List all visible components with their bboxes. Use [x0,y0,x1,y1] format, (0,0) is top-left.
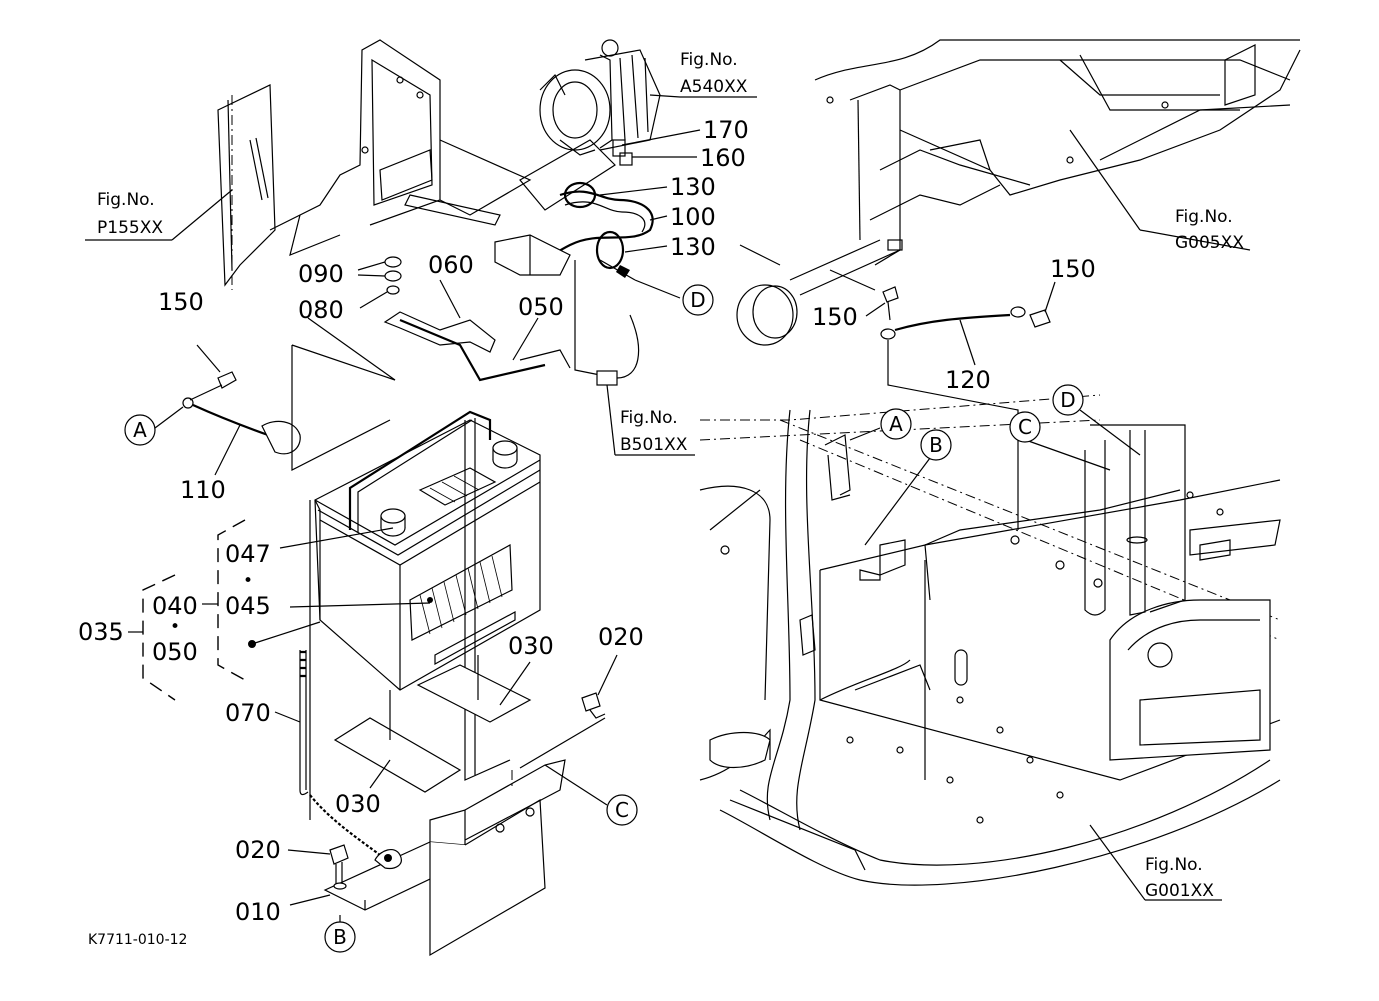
fig-ref-g001xx[interactable]: Fig.No. G001XX [1145,855,1214,901]
battery-tray-drawing [323,759,566,957]
part-110-label[interactable]: 110 [180,476,226,504]
part-050-label-cable[interactable]: 050 [518,293,564,321]
connection-ref-d-harness[interactable]: D [682,284,714,316]
fig-label: Fig.No. [680,50,738,70]
washers-drawing [384,256,402,295]
drawing-code: K7711-010-12 [88,932,187,948]
fig-ref-g005xx[interactable]: Fig.No. G005XX [1175,207,1244,253]
ref-letter: C [615,798,629,822]
part-080-label[interactable]: 080 [298,296,344,324]
connection-ref-c-right[interactable]: C [1009,411,1041,443]
part-130-label-lower[interactable]: 130 [670,233,716,261]
part-060-label[interactable]: 060 [428,251,474,279]
bolt-020-upper-drawing [581,692,606,719]
fig-number: B501XX [620,435,688,455]
connection-ref-a-right[interactable]: A [880,408,912,440]
fig-ref-p155xx[interactable]: Fig.No. P155XX [97,190,163,238]
part-120-label[interactable]: 120 [945,366,991,394]
fig-label: Fig.No. [620,408,678,428]
connection-ref-c-tray[interactable]: C [606,794,638,826]
fig-number: G001XX [1145,881,1214,901]
part-100-label[interactable]: 100 [670,203,716,231]
cab-floor-drawing [699,394,1281,886]
part-170-label[interactable]: 170 [703,116,749,144]
part-150-label-left[interactable]: 150 [158,288,204,316]
part-010-label[interactable]: 010 [235,898,281,926]
ground-cable-120-drawing [880,286,1051,340]
part-020-label-lower[interactable]: 020 [235,836,281,864]
connection-ref-b-right[interactable]: B [920,429,952,461]
wiring-harness-drawing [494,139,654,386]
frame-bracket-drawing [217,39,532,287]
fig-ref-b501xx[interactable]: Fig.No. B501XX [620,408,688,455]
separator-dot: • [243,571,253,591]
connection-ref-b-bottom[interactable]: B [324,921,356,953]
fig-label: Fig.No. [1145,855,1203,875]
part-160-label[interactable]: 160 [700,144,746,172]
fig-label: Fig.No. [97,190,155,210]
connection-ref-d-right[interactable]: D [1052,384,1084,416]
ref-letter: C [1018,415,1032,439]
fig-number: G005XX [1175,233,1244,253]
part-150-label-center[interactable]: 150 [812,303,858,331]
ref-letter: A [133,418,147,442]
pads-030-drawing [333,664,532,793]
separator-dot: • [170,617,180,637]
battery-drawing [314,410,541,691]
part-030-label-lower[interactable]: 030 [335,790,381,818]
part-040-label[interactable]: 040 [152,592,198,620]
part-090-label[interactable]: 090 [298,260,344,288]
part-150-label-right[interactable]: 150 [1050,255,1096,283]
part-070-label[interactable]: 070 [225,699,271,727]
part-035-label[interactable]: 035 [78,618,124,646]
part-130-label-upper[interactable]: 130 [670,173,716,201]
cab-frame-upper-drawing [736,39,1301,346]
part-047-label[interactable]: 047 [225,540,271,568]
fig-number: A540XX [680,77,748,97]
cable-060-drawing [383,311,571,382]
fig-ref-a540xx[interactable]: Fig.No. A540XX [680,50,748,97]
part-050-label-group[interactable]: 050 [152,638,198,666]
ref-letter: A [889,412,903,436]
connection-ref-a-left[interactable]: A [124,414,156,446]
bolt-020-lower-drawing [329,844,349,890]
alternator-drawing [539,39,661,156]
battery-cable-110-drawing [182,371,301,455]
part-045-label[interactable]: 045 [225,592,271,620]
ref-letter: D [1060,388,1075,412]
fig-label: Fig.No. [1175,207,1233,227]
rod-070-drawing [299,650,381,856]
fig-number: P155XX [97,218,163,238]
ref-letter: D [690,288,705,312]
ref-letter: B [333,925,347,949]
part-030-label-upper[interactable]: 030 [508,632,554,660]
ref-letter: B [929,433,943,457]
part-020-label-upper[interactable]: 020 [598,623,644,651]
